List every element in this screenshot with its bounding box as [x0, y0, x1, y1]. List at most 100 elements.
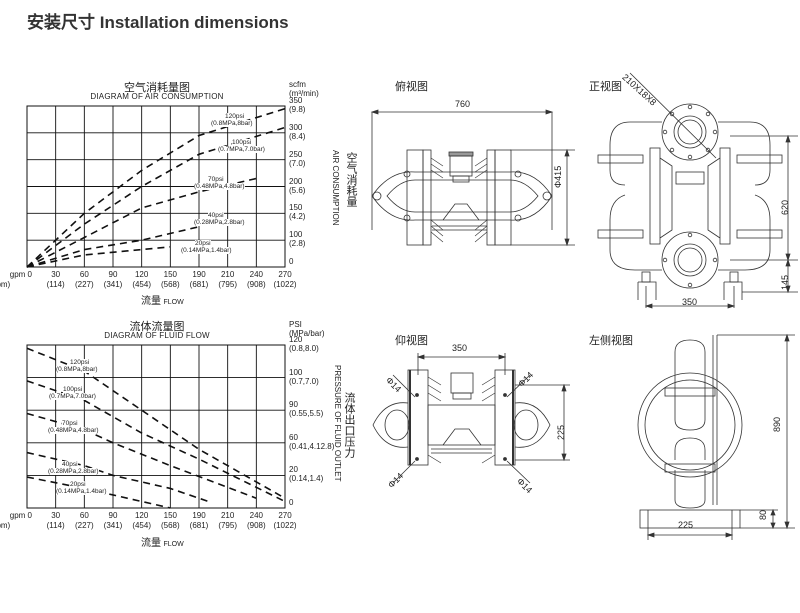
top-view-drawing [370, 109, 575, 247]
air-y-label-en: AIR CONSUMPTION [331, 150, 340, 226]
y-tick-sublabel: (0.41,4.12.8) [289, 441, 335, 451]
x-tick-unit: (lpm) [0, 280, 11, 289]
series-label-120psi: 120psi [70, 359, 90, 366]
page-title: 安装尺寸 Installation dimensions [27, 13, 289, 32]
left-view-drawing [637, 333, 795, 540]
fluid-y-label-en: PRESSURE OF FLUID OUTLET [333, 365, 342, 482]
y-tick-label: 90 [289, 400, 298, 410]
fluid-chart-title: 流体流量图 [129, 321, 185, 333]
series-sublabel-40psi: (0.28MPa,2.8bar) [194, 219, 245, 226]
x-tick-sublabel: (681) [189, 521, 209, 530]
front-view-drawing [597, 72, 798, 309]
series-sublabel-120psi: (0.8MPa,8bar) [211, 120, 253, 127]
y-tick-label: 100 [289, 367, 303, 377]
x-tick-label: 210 [220, 270, 235, 279]
fluid-x-label-en: FLOW [163, 541, 184, 548]
plot-frame [26, 344, 286, 509]
fluid-y-unit-2: (MPa/bar) [289, 329, 325, 338]
x-tick-sublabel: (908) [246, 280, 266, 289]
x-tick-label: 60 [79, 511, 89, 520]
series-sublabel-100psi: (0.7MPa,7.0bar) [49, 393, 96, 400]
y-tick-sublabel: (8.4) [289, 131, 306, 141]
x-tick-unit: (lpm) [0, 521, 11, 530]
fluid-x-label: 流量 FLOW [141, 534, 184, 549]
x-tick-label: gpm 0 [9, 270, 32, 279]
y-tick-label: 0 [289, 498, 294, 507]
y-tick-label: 300 [289, 122, 303, 132]
y-tick-sublabel: (0.7,7.0) [289, 376, 319, 386]
left-view-title: 左侧视图 [589, 335, 633, 347]
x-tick-label: 30 [51, 511, 61, 520]
front-view-base-width-dim: 350 [682, 297, 698, 307]
air-chart-subtitle: DIAGRAM OF AIR CONSUMPTION [90, 92, 224, 101]
x-tick-label: 150 [163, 511, 177, 520]
bottom-view-drawing [372, 353, 570, 484]
x-tick-label: 270 [278, 270, 292, 279]
y-tick-label: 250 [289, 149, 303, 159]
fluid-chart-subtitle: DIAGRAM OF FLUID FLOW [104, 331, 210, 340]
series-label-70psi: 70psi [208, 176, 224, 183]
fluid-y-unit-1: PSI [289, 320, 302, 329]
series-sublabel-70psi: (0.48MPa,4.8bar) [48, 427, 99, 434]
series-line-120psi [26, 107, 286, 268]
x-tick-sublabel: (795) [218, 280, 237, 289]
series-label-100psi: 100psi [63, 386, 83, 393]
series-line-40psi [26, 451, 209, 503]
bottom-view-width-dim: 350 [452, 343, 468, 353]
x-tick-label: 120 [134, 270, 149, 279]
series-label-40psi: 40psi [62, 461, 78, 468]
y-tick-label: 350 [289, 96, 303, 105]
series-label-40psi: 40psi [208, 212, 224, 219]
y-tick-sublabel: (4.2) [289, 212, 306, 222]
y-tick-label: 200 [289, 176, 303, 186]
y-tick-sublabel: (0.14,1.4) [289, 474, 324, 484]
bottom-view-title: 仰视图 [395, 335, 428, 347]
series-sublabel-40psi: (0.28MPa,2.8bar) [48, 468, 99, 475]
top-view-title: 俯视图 [395, 81, 428, 93]
air-x-label-cn: 流量 [141, 296, 161, 307]
left-view-base-width-dim: 225 [678, 520, 694, 530]
x-tick-sublabel: (341) [103, 280, 123, 289]
x-tick-sublabel: (568) [160, 280, 180, 289]
x-tick-sublabel: (1022) [273, 521, 297, 530]
x-tick-sublabel: (114) [46, 521, 65, 530]
x-tick-sublabel: (227) [74, 521, 94, 530]
air-y-unit-2: (m³/min) [289, 89, 319, 98]
front-view-title: 正视图 [589, 81, 622, 93]
x-tick-label: 270 [278, 511, 292, 520]
series-sublabel-100psi: (0.7MPa,7.0bar) [218, 146, 265, 153]
x-tick-sublabel: (454) [132, 521, 151, 530]
y-tick-label: 100 [289, 230, 303, 240]
x-tick-label: 90 [108, 511, 118, 520]
x-tick-label: 240 [249, 511, 263, 520]
series-line-40psi [26, 225, 200, 268]
x-tick-sublabel: (227) [74, 280, 94, 289]
series-line-20psi [26, 246, 171, 268]
x-tick-sublabel: (681) [189, 280, 209, 289]
air-y-label-cn: 空气消耗量 [345, 152, 357, 207]
series-label-70psi: 70psi [62, 420, 78, 427]
air-y-unit-1: scfm [289, 80, 306, 89]
fluid-x-label-cn: 流量 [141, 538, 161, 549]
series-sublabel-70psi: (0.48MPa,4.8bar) [194, 183, 245, 190]
series-sublabel-20psi: (0.14MPa,1.4bar) [56, 488, 107, 495]
y-tick-label: 0 [289, 257, 294, 266]
y-tick-sublabel: (0.8,8.0) [289, 344, 319, 353]
y-tick-label: 60 [289, 432, 298, 442]
x-tick-sublabel: (1022) [273, 280, 297, 289]
y-tick-sublabel: (0.55,5.5) [289, 409, 324, 419]
y-tick-label: 120 [289, 335, 303, 344]
y-tick-sublabel: (2.8) [289, 239, 306, 249]
air-x-label-en: FLOW [163, 299, 184, 306]
fluid-y-label-cn: 流体出口压力 [343, 392, 355, 458]
x-tick-label: 190 [192, 270, 206, 279]
x-tick-sublabel: (454) [132, 280, 151, 289]
air-chart-title: 空气消耗量图 [124, 82, 190, 94]
y-tick-label: 20 [289, 465, 298, 475]
series-label-20psi: 20psi [70, 481, 86, 488]
series-line-120psi [26, 347, 286, 499]
series-label-20psi: 20psi [195, 240, 211, 247]
y-tick-sublabel: (5.6) [289, 185, 306, 195]
x-tick-sublabel: (114) [46, 280, 65, 289]
x-tick-label: 90 [108, 270, 118, 279]
